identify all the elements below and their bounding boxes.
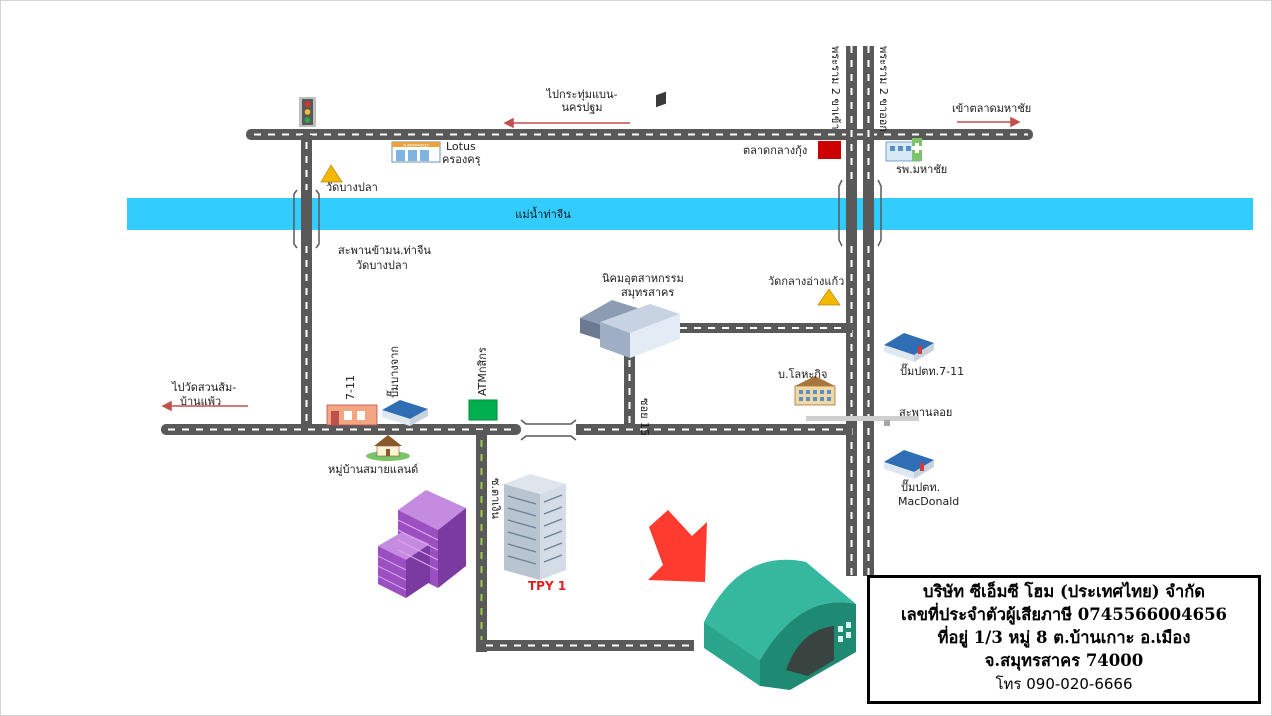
label-village: หมู่บ้านสมายแลนด์ bbox=[328, 463, 418, 476]
label-gas-711: ปั๊มปตท.7-11 bbox=[900, 363, 964, 378]
label-wat-klang-ang-kaew: วัดกลางอ่างแก้ว bbox=[768, 275, 844, 288]
label-gas-bang-chak: ปั๊มบางจาก bbox=[386, 346, 401, 398]
label-to-mahachai: เข้าตลาดมหาชัย bbox=[952, 102, 1031, 115]
label-rama2-in: พระราม 2 ขาเข้า bbox=[829, 46, 842, 130]
gas-station-icon bbox=[382, 400, 428, 426]
label-industrial-estate: นิคมอุตสาหกรรม bbox=[602, 272, 684, 285]
label-tpy: TPY 1 bbox=[528, 579, 566, 593]
traffic-light-icon bbox=[299, 97, 316, 127]
label-to-wat-suan-som: ไปวัดสวนส้ม- bbox=[171, 381, 236, 394]
supermarket-sign: SUPERMARKET bbox=[403, 144, 430, 148]
pointer-arrow-icon bbox=[648, 510, 707, 582]
label-wat-bang-pla: วัดบางปลา bbox=[326, 181, 378, 194]
label-to-krathum-baen-2: นครปฐม bbox=[561, 101, 602, 114]
industrial-estate-icon bbox=[580, 91, 680, 358]
gas-station-icon bbox=[884, 333, 934, 362]
lotus-building-icon: SUPERMARKET bbox=[391, 141, 441, 163]
factory-building-icon bbox=[794, 376, 836, 406]
company-phone: โทร 090-020-6666 bbox=[995, 675, 1133, 693]
label-bridge-tha-chin: สะพานข้ามน.ท่าจีน bbox=[338, 244, 431, 257]
gas-station-icon bbox=[884, 450, 934, 479]
market-marker bbox=[818, 141, 841, 159]
label-gas-macdonald-2: MacDonald bbox=[898, 495, 959, 508]
label-seven-eleven: 7-11 bbox=[344, 375, 357, 400]
temple-marker-icon bbox=[817, 288, 841, 306]
tpy-tower-icon bbox=[504, 474, 566, 580]
label-gas-macdonald: ปั๊มปตท. bbox=[901, 479, 940, 494]
company-tax-id: เลขที่ประจำตัวผู้เสียภาษี 0745566004656 bbox=[900, 605, 1228, 624]
label-lotus: Lotus bbox=[446, 140, 476, 153]
condo-building-icon bbox=[377, 490, 466, 598]
warehouse-icon bbox=[704, 559, 856, 690]
label-talad-klang-kung: ตลาดกลางกุ้ง bbox=[743, 144, 807, 157]
river-label: แม่น้ำท่าจีน bbox=[515, 206, 571, 221]
direction-arrows bbox=[161, 116, 1021, 412]
company-address: ที่อยู่ 1/3 หมู่ 8 ต.บ้านเกาะ อ.เมือง bbox=[937, 628, 1191, 647]
temple-marker-icon bbox=[320, 164, 343, 183]
river bbox=[127, 198, 1253, 230]
company-name: บริษัท ซีเอ็มซี โฮม (ประเทศไทย) จำกัด bbox=[923, 582, 1205, 601]
village-house-icon bbox=[366, 435, 410, 461]
footbridge-icon bbox=[806, 416, 919, 426]
company-province: จ.สมุทรสาคร 74000 bbox=[984, 651, 1144, 670]
roads bbox=[161, 46, 1033, 652]
label-atm: ATMกสิกร bbox=[476, 347, 489, 396]
label-industrial-estate-2: สมุทรสาคร bbox=[621, 286, 674, 299]
company-info-box: บริษัท ซีเอ็มซี โฮม (ประเทศไทย) จำกัด เล… bbox=[867, 575, 1261, 704]
label-rama2-out: พระราม 2 ขาออก bbox=[877, 46, 890, 132]
bridge-markers bbox=[293, 179, 882, 441]
label-to-wat-suan-som-2: บ้านแพ้ว bbox=[180, 395, 221, 408]
label-to-krathum-baen: ไปกระทุ่มแบน- bbox=[545, 88, 617, 101]
label-bor-lohakit: บ.โลหะกิจ bbox=[778, 367, 827, 381]
label-floating-bridge: สะพานลอย bbox=[899, 406, 952, 419]
label-soi-ta-ngoen: ซ.ตาเงิน bbox=[489, 478, 502, 519]
atm-marker bbox=[468, 399, 498, 421]
label-lotus-branch: ครองครุ bbox=[442, 153, 481, 166]
store-711-icon bbox=[326, 404, 378, 426]
label-soi-15: ซอย 15 bbox=[638, 398, 651, 436]
hospital-icon bbox=[885, 138, 922, 162]
label-hospital: รพ.มหาชัย bbox=[896, 163, 947, 176]
label-bridge-tha-chin-2: วัดบางปลา bbox=[356, 259, 408, 272]
